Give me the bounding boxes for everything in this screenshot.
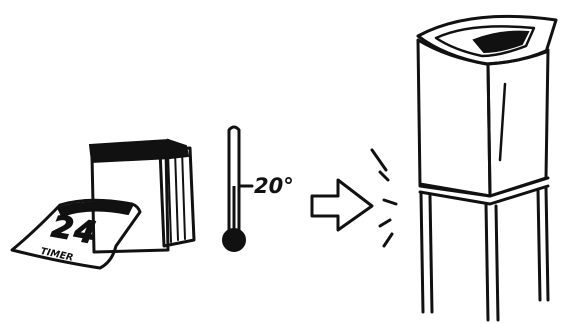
calendar-day: 24	[49, 209, 100, 251]
impact-burst-icon	[372, 150, 396, 246]
bin-icon	[418, 16, 556, 320]
thermometer-icon: 20°	[223, 127, 294, 251]
thermometer-reading: 20°	[254, 174, 294, 198]
arrow-right-icon	[312, 180, 372, 230]
calendar-icon: 24 TIMER	[12, 140, 194, 268]
